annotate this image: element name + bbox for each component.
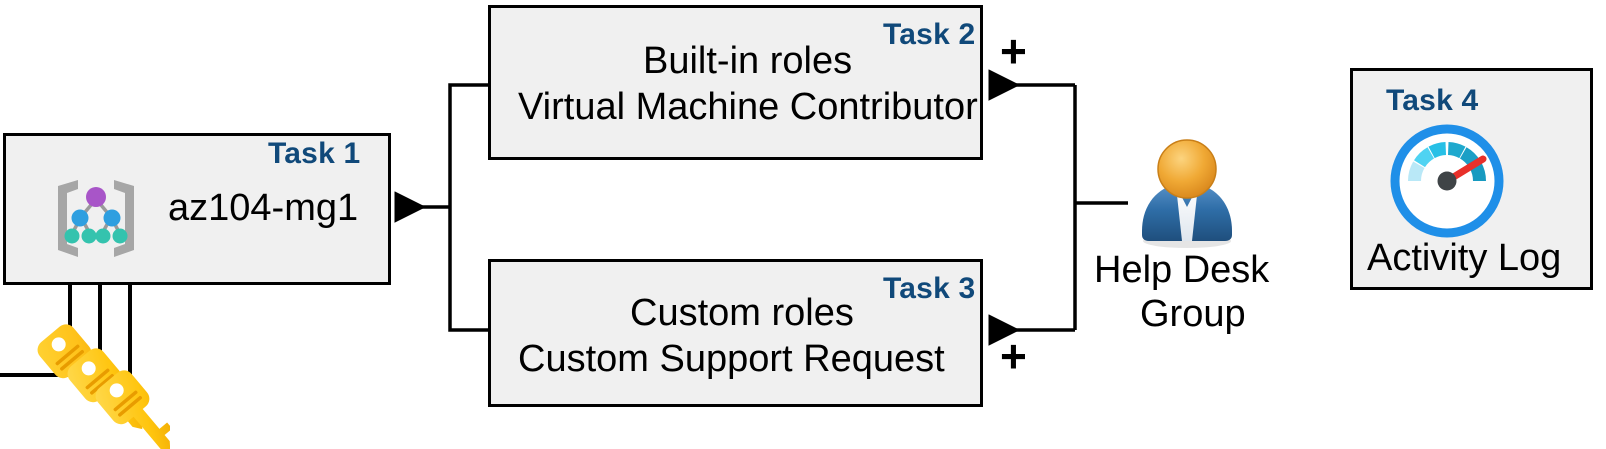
task1-label: Task 1: [268, 137, 361, 170]
task2-line1: Built-in roles: [643, 40, 853, 82]
management-group-icon: [58, 180, 134, 257]
plus-sign-bottom: +: [1000, 330, 1027, 382]
user-group-icon: [1142, 139, 1232, 248]
task4-label: Task 4: [1386, 84, 1479, 117]
actor-label-line2: Group: [1140, 293, 1246, 335]
task3-label: Task 3: [883, 272, 976, 305]
task3-line1: Custom roles: [630, 292, 854, 334]
task1-box[interactable]: [3, 133, 391, 285]
plus-sign-top: +: [1000, 25, 1027, 77]
task4-text: Activity Log: [1367, 237, 1562, 279]
task2-label: Task 2: [883, 18, 976, 51]
activity-log-gauge-icon: [1390, 124, 1504, 238]
task2-box[interactable]: [488, 5, 983, 160]
task2-line2: Virtual Machine Contributor: [518, 86, 978, 128]
role-assignment-keys-icon: [37, 324, 170, 449]
task3-box[interactable]: [488, 259, 983, 407]
task1-text: az104-mg1: [168, 187, 359, 229]
task3-line2: Custom Support Request: [518, 338, 945, 380]
actor-label-line1: Help Desk: [1094, 249, 1270, 291]
